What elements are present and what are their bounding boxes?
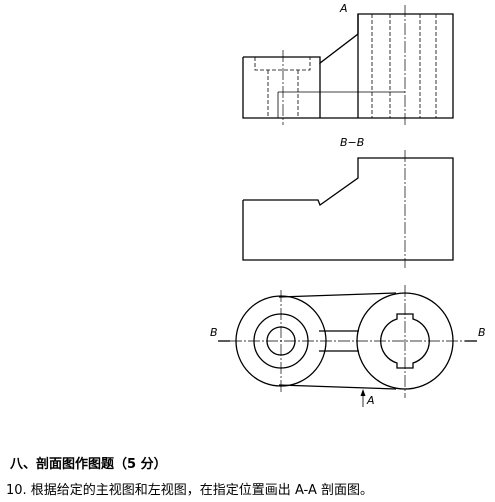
- engineering-drawing: A B−B: [210, 2, 486, 407]
- question-text: 10. 根据给定的主视图和左视图，在指定位置画出 A-A 剖面图。: [6, 483, 373, 498]
- cut-label-left: B: [210, 326, 218, 339]
- section-heading: 八、剖面图作图题（5 分）: [10, 457, 167, 472]
- view-arrowhead: [360, 389, 366, 396]
- arrow-label-a: A: [366, 394, 375, 407]
- tangent-line: [278, 292, 397, 298]
- front-view: A: [242, 2, 454, 125]
- top-view: B B A: [210, 285, 486, 407]
- cut-label-right: B: [478, 326, 486, 339]
- front-view-outline: [242, 13, 454, 119]
- section-outline: [242, 157, 454, 261]
- view-label-a: A: [339, 2, 348, 15]
- hidden-line: [254, 57, 311, 71]
- tangent-line: [278, 384, 397, 390]
- section-view-bb: B−B: [242, 136, 454, 268]
- section-label: B−B: [340, 136, 364, 149]
- keyed-bore: [380, 313, 430, 369]
